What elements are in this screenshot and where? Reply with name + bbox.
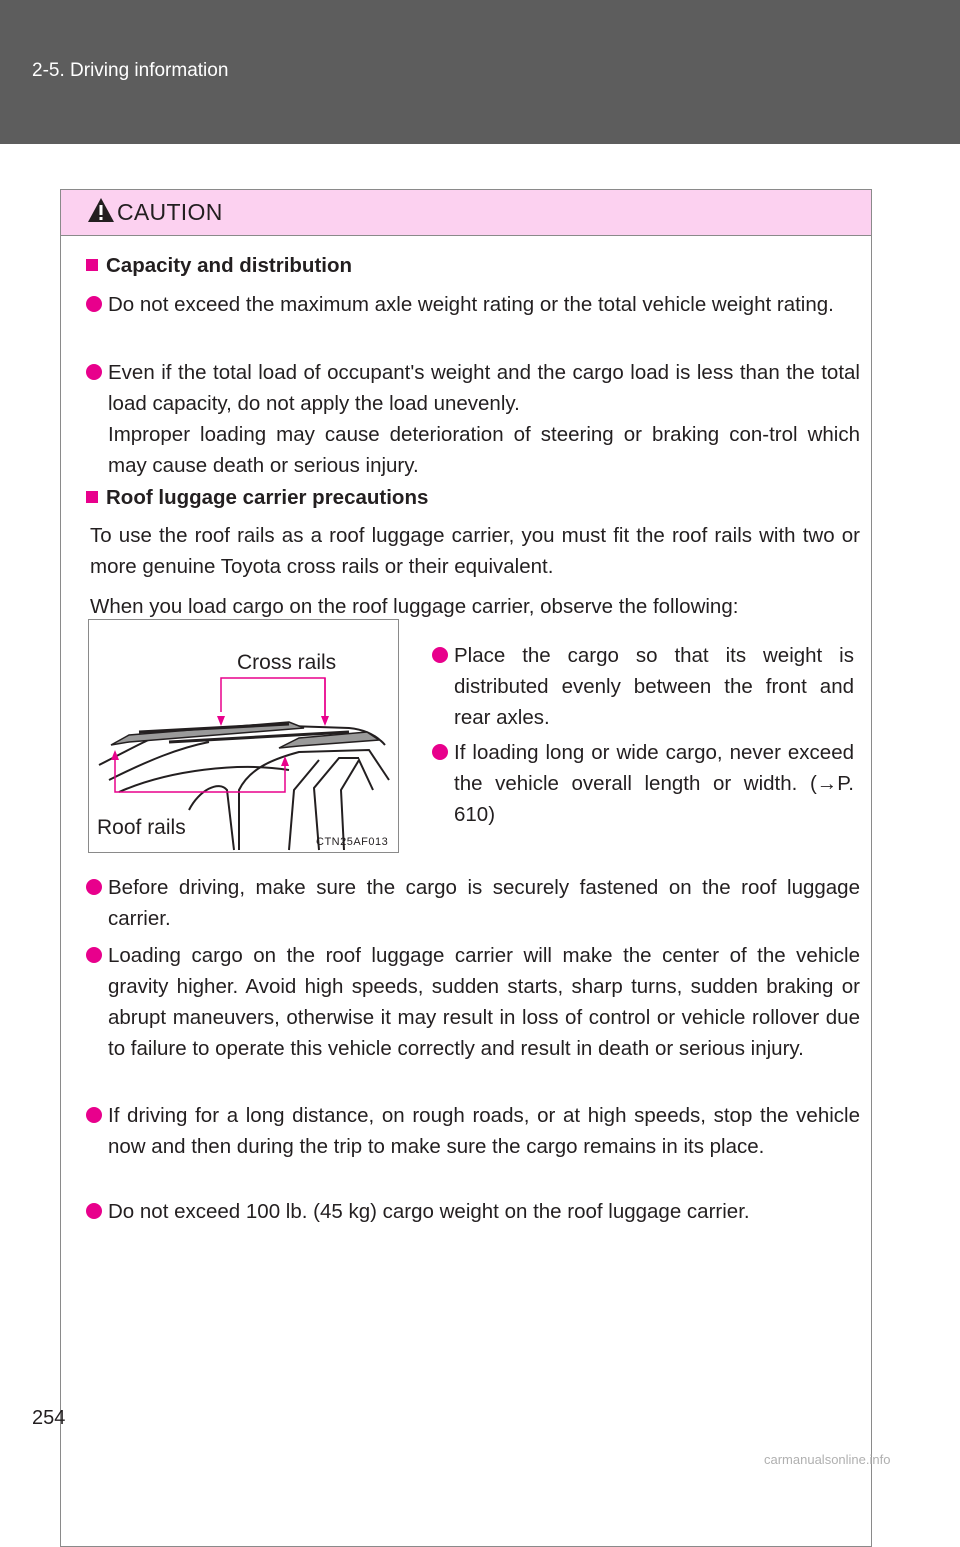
bullet-item: If driving for a long distance, on rough…: [86, 1100, 860, 1162]
bullet-text: Do not exceed the maximum axle weight ra…: [108, 293, 834, 316]
bullet-item: Do not exceed the maximum axle weight ra…: [86, 289, 860, 320]
bullet-item: Before driving, make sure the cargo is s…: [86, 872, 860, 934]
bullet-dot-icon: [86, 296, 102, 312]
caution-title: CAUTION: [117, 199, 223, 225]
bullet-text: Before driving, make sure the cargo is s…: [108, 876, 860, 930]
bullet-text: Do not exceed 100 lb. (45 kg) cargo weig…: [108, 1200, 750, 1223]
bullet-dot-icon: [86, 1107, 102, 1123]
square-bullet-icon: [86, 491, 98, 503]
bullet-item: Do not exceed 100 lb. (45 kg) cargo weig…: [86, 1196, 876, 1227]
roof-rails-paragraph: To use the roof rails as a roof luggage …: [90, 524, 860, 578]
square-bullet-icon: [86, 259, 98, 271]
bullet-dot-icon: [432, 744, 448, 760]
roof-rails-label: Roof rails: [97, 816, 186, 839]
observe-paragraph: When you load cargo on the roof luggage …: [90, 595, 739, 618]
bullet-dot-icon: [86, 879, 102, 895]
page-number: 254: [32, 1407, 66, 1429]
caution-header: CAUTION: [61, 190, 871, 236]
bullet-dot-icon: [86, 947, 102, 963]
bullet-text: Place the cargo so that its weight is di…: [454, 644, 854, 729]
bullet-text: Loading cargo on the roof luggage carrie…: [108, 944, 860, 1060]
figure-code: CTN25AF013: [316, 836, 389, 848]
bullet-dot-icon: [432, 647, 448, 663]
caution-box: CAUTION: [60, 189, 872, 1547]
bullet-text: If loading long or wide cargo, never exc…: [454, 741, 854, 826]
bullet-dot-icon: [86, 364, 102, 380]
roof-luggage-heading: Roof luggage carrier precautions: [86, 486, 428, 510]
roof-rails-figure: Cross rails Roof rails CTN25AF013: [88, 619, 399, 853]
bullet-text: Even if the total load of occupant's wei…: [108, 361, 860, 415]
header-bar: 2-5. Driving information: [0, 0, 960, 144]
bullet-text: If driving for a long distance, on rough…: [108, 1104, 860, 1158]
capacity-heading: Capacity and distribution: [86, 254, 352, 278]
side-bullet-item: Place the cargo so that its weight is di…: [432, 640, 854, 733]
watermark: carmanualsonline.info: [764, 1452, 891, 1467]
bullet-item: Loading cargo on the roof luggage carrie…: [86, 940, 860, 1064]
bullet-dot-icon: [86, 1203, 102, 1219]
section-title: 2-5. Driving information: [32, 60, 229, 81]
bullet-text-continued: Improper loading may cause deterioration…: [108, 423, 860, 477]
roof-luggage-heading-text: Roof luggage carrier precautions: [106, 486, 429, 509]
capacity-heading-text: Capacity and distribution: [106, 254, 353, 277]
side-bullet-item: If loading long or wide cargo, never exc…: [432, 737, 854, 830]
bullet-item: Even if the total load of occupant's wei…: [86, 357, 860, 481]
warning-triangle-icon: [88, 198, 114, 222]
vehicle-roof-illustration: [98, 677, 390, 851]
cross-rails-label: Cross rails: [237, 651, 337, 674]
